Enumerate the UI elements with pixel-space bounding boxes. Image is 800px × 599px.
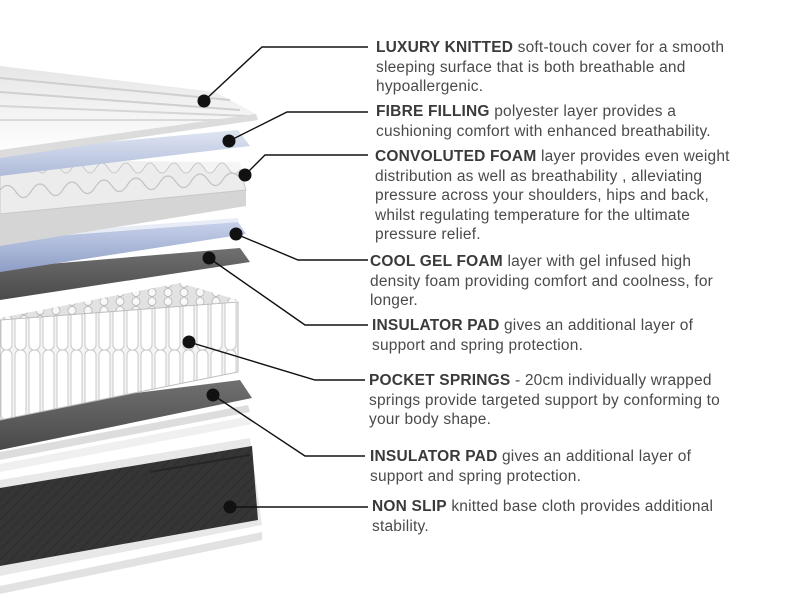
dot-convoluted-foam: [238, 168, 252, 182]
callout-heading: COOL GEL FOAM: [370, 253, 503, 270]
callout-fibre-filling: FIBRE FILLING polyester layer provides a…: [376, 102, 711, 141]
dot-insulator-pad-bottom: [206, 388, 220, 402]
callout-luxury-knitted: LUXURY KNITTED soft-touch cover for a sm…: [376, 38, 724, 97]
callout-line: pressure relief.: [375, 226, 481, 243]
callout-heading: CONVOLUTED FOAM: [375, 148, 537, 165]
layer-luxury-knitted-cover: [0, 66, 258, 158]
callout-line: hypoallergenic.: [376, 78, 484, 95]
layer-non-slip-base: [0, 438, 262, 594]
leader-pocket-springs: [188, 341, 365, 381]
dot-fibre-filling: [222, 134, 236, 148]
leader-cool-gel-foam: [235, 233, 368, 261]
callout-line: distribution as well as breathability , …: [375, 167, 703, 185]
callout-non-slip: NON SLIP knitted base cloth provides add…: [372, 497, 713, 536]
callout-line: gives an additional layer of: [503, 317, 694, 334]
layer-insulator-pad-top: [0, 248, 250, 300]
callout-line: knitted base cloth provides additional: [451, 498, 714, 515]
leader-insulator-pad-bottom: [212, 394, 365, 457]
callout-line: your body shape.: [369, 411, 492, 428]
callout-line: soft-touch cover for a smooth: [517, 39, 725, 56]
leader-insulator-pad-top: [208, 257, 368, 326]
leader-dots: [182, 94, 252, 514]
callout-heading: NON SLIP: [372, 498, 447, 515]
callout-cool-gel-foam: COOL GEL FOAM layer with gel infused hig…: [370, 252, 713, 311]
callout-line: support and spring protection.: [372, 336, 584, 354]
callout-insulator-pad-top: INSULATOR PAD gives an additional layer …: [372, 316, 693, 355]
callout-line: density foam providing comfort and cooln…: [370, 272, 714, 290]
callout-line: gives an additional layer of: [501, 448, 692, 465]
callout-line: - 20cm individually wrapped: [514, 372, 712, 389]
dot-pocket-springs: [182, 335, 196, 349]
layer-fibre-filling: [0, 130, 250, 176]
dot-non-slip: [223, 500, 237, 514]
callout-line: sleeping surface that is both breathable…: [376, 58, 686, 76]
layer-convoluted-foam: [0, 160, 247, 246]
callout-heading: FIBRE FILLING: [376, 103, 490, 120]
callout-heading: LUXURY KNITTED: [376, 39, 514, 56]
callout-line: stability.: [372, 517, 429, 535]
callout-line: whilst regulating temperature for the ul…: [375, 206, 691, 224]
layer-pocket-springs: [0, 283, 239, 421]
leader-luxury-knitted: [203, 46, 368, 102]
callout-line: polyester layer provides a: [494, 103, 677, 120]
callout-pocket-springs: POCKET SPRINGS - 20cm individually wrapp…: [369, 371, 720, 430]
callout-line: cushioning comfort with enhanced breatha…: [376, 122, 711, 140]
callout-line: springs provide targeted support by conf…: [369, 391, 720, 409]
callout-convoluted-foam: CONVOLUTED FOAM layer provides even weig…: [375, 147, 730, 245]
callout-heading: INSULATOR PAD: [370, 448, 498, 465]
dot-insulator-pad-top: [202, 251, 216, 265]
callout-heading: INSULATOR PAD: [372, 317, 500, 334]
callout-line: pressure across your shoulders, hips and…: [375, 187, 710, 204]
callout-line: support and spring protection.: [370, 467, 582, 485]
leader-convoluted-foam: [244, 154, 368, 176]
callout-line: longer.: [370, 292, 418, 309]
callout-line: layer with gel infused high: [507, 253, 692, 270]
callout-line: layer provides even weight: [540, 148, 730, 165]
layer-insulator-pad-bottom: [0, 380, 252, 472]
callout-heading: POCKET SPRINGS: [369, 372, 511, 389]
callout-insulator-pad-bottom: INSULATOR PAD gives an additional layer …: [370, 447, 691, 486]
leader-lines: [188, 46, 368, 508]
dot-cool-gel-foam: [229, 227, 243, 241]
leader-fibre-filling: [228, 111, 368, 142]
dot-luxury-knitted: [197, 94, 211, 108]
